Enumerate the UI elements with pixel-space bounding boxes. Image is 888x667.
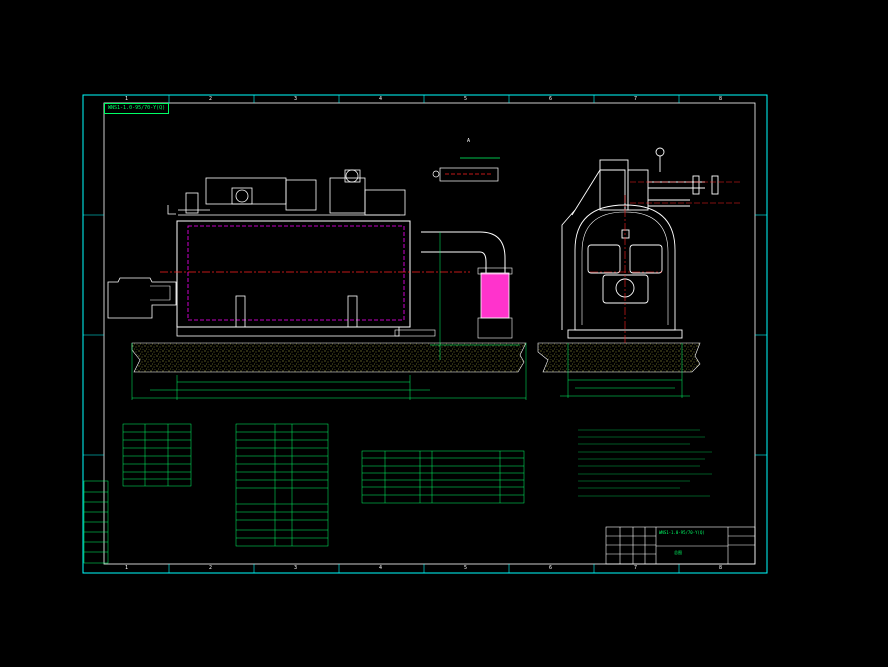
detail-a [432, 157, 500, 182]
burner [107, 277, 177, 319]
top-piping [167, 169, 406, 216]
table-connections [122, 423, 192, 487]
zone-number: 2 [209, 96, 213, 102]
sheet-inner-frame [103, 102, 756, 565]
end-view [561, 147, 719, 339]
boiler-shell [176, 220, 411, 328]
detail-a-label: A [467, 138, 471, 144]
foundation-side [537, 342, 701, 373]
zone-number: 8 [719, 565, 723, 571]
zone-number: 1 [125, 565, 129, 571]
boiler-hidden-outline [187, 225, 405, 321]
zone-number: 3 [294, 96, 298, 102]
zone-number: 6 [549, 565, 553, 571]
zone-ticks [83, 95, 767, 573]
zone-number: 7 [634, 565, 638, 571]
base-skid [176, 326, 400, 337]
sheet-outer-frame [82, 94, 768, 574]
zone-number: 6 [549, 96, 553, 102]
drawing-number-tab: WNS1-1.0-95/70-Y(Q) [104, 103, 170, 114]
zone-number: 5 [464, 565, 468, 571]
end-view-dimensions [560, 343, 690, 398]
title-block [605, 526, 756, 565]
technical-notes-lines [578, 429, 712, 497]
economizer [480, 272, 510, 319]
front-dimensions [131, 232, 527, 400]
revision-block [83, 480, 109, 564]
zone-number: 4 [379, 565, 383, 571]
table-specs [235, 423, 329, 547]
foundation-front [131, 342, 527, 373]
zone-number: 8 [719, 96, 723, 102]
title-block-name: 总图 [674, 550, 682, 555]
title-block-drawing-no: WNS1-1.0-95/70-Y(Q) [659, 530, 705, 535]
saddle-supports [235, 295, 358, 328]
flue-duct [421, 231, 506, 273]
zone-number: 3 [294, 565, 298, 571]
zone-number: 4 [379, 96, 383, 102]
zone-number: 5 [464, 96, 468, 102]
zone-number: 2 [209, 565, 213, 571]
table-parts [361, 450, 525, 504]
zone-number: 7 [634, 96, 638, 102]
zone-number: 1 [125, 96, 129, 102]
